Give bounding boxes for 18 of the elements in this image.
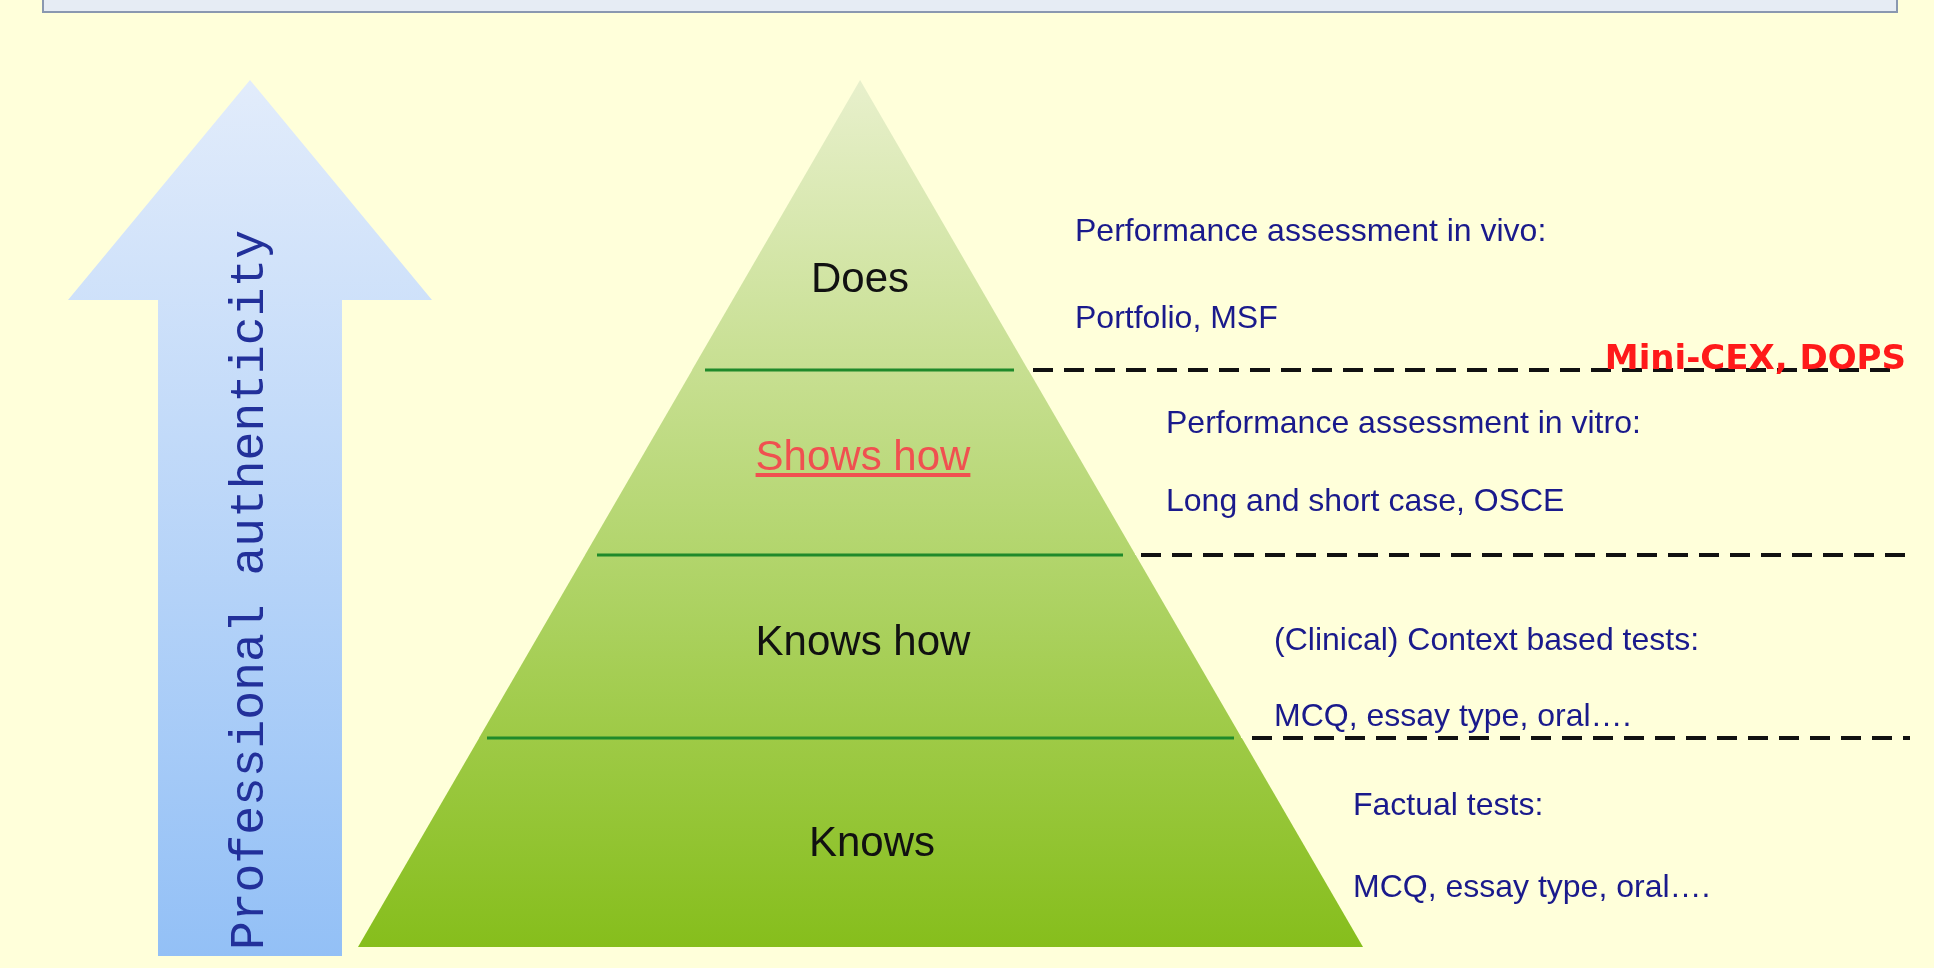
pyramid-tier (691, 80, 1029, 370)
pyramid-tier (478, 555, 1242, 738)
pyramid-tier (584, 370, 1136, 555)
assessment-text: Portfolio, MSF (1075, 301, 1278, 333)
assessment-text: MCQ, essay type, oral…. (1353, 870, 1711, 902)
tier-label: Does (810, 254, 909, 302)
tier-label: Knows (808, 818, 936, 866)
assessment-text: (Clinical) Context based tests: (1274, 623, 1700, 655)
method-note: Mini-CEX, DOPS (1604, 340, 1906, 374)
assessment-text: Performance assessment in vitro: (1166, 406, 1641, 438)
assessment-text: Factual tests: (1353, 788, 1544, 820)
tier-label: Knows how (755, 617, 971, 665)
axis-label: Professional authenticity (223, 229, 277, 951)
tier-label: Shows how (755, 432, 971, 480)
assessment-text: Performance assessment in vivo: (1075, 214, 1547, 246)
assessment-text: MCQ, essay type, oral…. (1274, 699, 1632, 731)
assessment-text: Long and short case, OSCE (1166, 484, 1565, 516)
upward-arrow (68, 80, 432, 956)
